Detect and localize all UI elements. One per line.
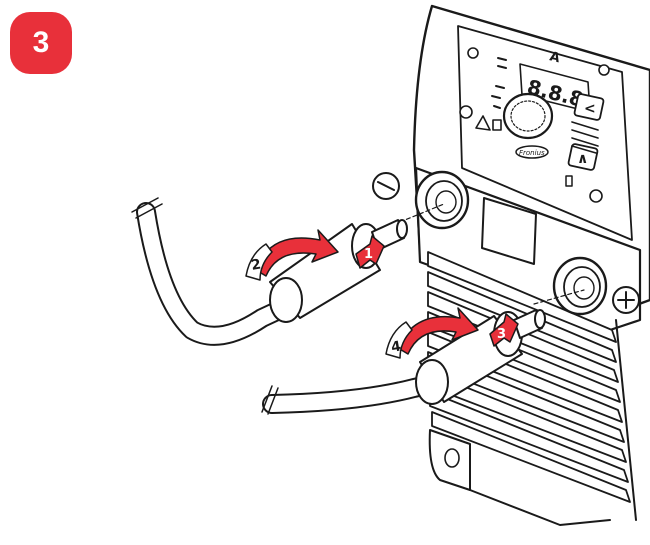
brand-badge: Fronius [515, 145, 549, 159]
panel-screw [467, 47, 479, 59]
button-left[interactable]: < [573, 93, 605, 121]
upper-plug [269, 219, 408, 323]
brand-badge-text: Fronius [519, 149, 545, 157]
display-unit-label: A [548, 49, 561, 66]
alignment-line-lower [533, 289, 585, 305]
step-number: 3 [32, 26, 50, 59]
cross-screw [612, 286, 640, 314]
machine-foot [428, 429, 471, 491]
control-knob[interactable] [502, 92, 554, 140]
indicator-marks [491, 57, 507, 109]
upper-cable: 1 2 [131, 197, 408, 346]
warning-symbols [475, 115, 502, 131]
push-arrow-icon: 1 [355, 235, 385, 269]
push-arrow-icon: 3 [489, 313, 519, 347]
button-up-symbol: ∧ [577, 151, 588, 167]
step-number-badge: 3 [10, 12, 72, 74]
cable-cut-mark [131, 197, 159, 213]
panel-screw [598, 64, 610, 76]
lower-cable: 3 4 [261, 307, 546, 415]
foot-hole [444, 448, 460, 468]
button-left-symbol: < [584, 101, 596, 117]
push-arrow-label: 1 [364, 247, 373, 262]
panel-screw [459, 105, 473, 119]
twist-arrow-icon: 4 [385, 307, 479, 359]
alignment-line-upper [399, 203, 445, 223]
twist-arrow-icon: 2 [245, 229, 339, 281]
cable-cut-mark [261, 385, 273, 413]
control-panel-face [457, 25, 633, 241]
mode-indicator-lines [571, 121, 599, 154]
machine-bottom-edge [469, 489, 611, 526]
push-arrow-label: 3 [497, 327, 506, 342]
panel-screw [589, 189, 603, 203]
button-up[interactable]: ∧ [567, 143, 599, 171]
plate-recess [481, 197, 537, 265]
slot-screw [372, 172, 400, 200]
panel-small-switch [565, 175, 573, 187]
socket-upper[interactable] [414, 170, 470, 230]
socket-lower[interactable] [552, 256, 608, 316]
machine-right-edge [615, 319, 637, 521]
twist-arrow-label: 2 [250, 256, 262, 273]
welding-machine: 8.8.8 A < ∧ Fronius [372, 4, 650, 526]
twist-arrow-label: 4 [390, 338, 403, 355]
